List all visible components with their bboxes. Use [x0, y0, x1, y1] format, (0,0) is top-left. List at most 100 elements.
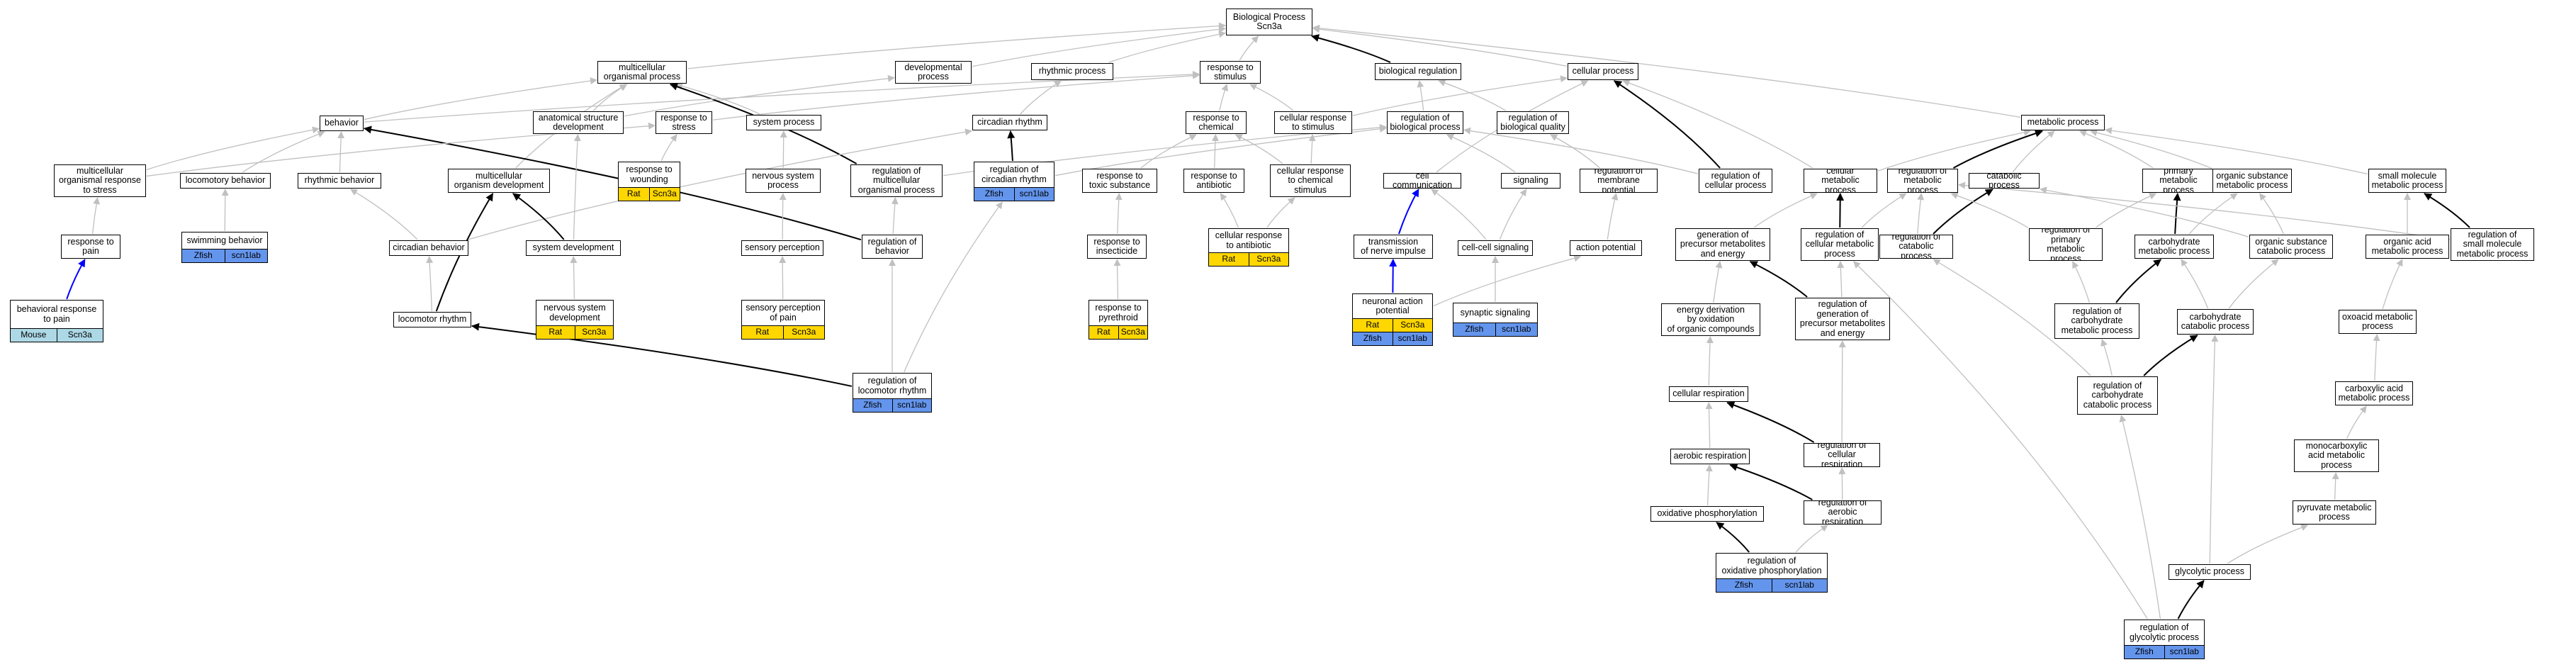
term-node-mop[interactable]: multicellular organismal process — [597, 61, 687, 84]
term-node-rb[interactable]: rhythmic behavior — [298, 173, 381, 189]
edge-osmp-to-metp — [2090, 129, 2212, 169]
term-node-rti[interactable]: response to insecticide — [1087, 235, 1147, 259]
term-node-glyc[interactable]: glycolytic process — [2169, 564, 2251, 580]
term-node-cr[interactable]: cellular respiration — [1669, 386, 1748, 402]
term-node-cc[interactable]: cell communication — [1383, 173, 1461, 189]
term-node-rocr2[interactable]: regulation of cellular respiration — [1804, 443, 1880, 467]
term-node-rosmmp[interactable]: regulation of small molecule metabolic p… — [2451, 228, 2534, 261]
term-node-ar[interactable]: aerobic respiration — [1670, 449, 1750, 464]
term-node-oscp[interactable]: organic substance catabolic process — [2249, 235, 2333, 259]
edge-crtcs-to-crts — [1308, 134, 1316, 164]
edge-rtw-to-rtstress — [660, 134, 677, 162]
edge-chmp-to-osmp — [2188, 193, 2238, 235]
edge-gpme-to-cmp — [1753, 192, 1818, 228]
term-node-sysp[interactable]: system process — [746, 115, 821, 130]
term-node-rtp[interactable]: response to pain — [61, 235, 120, 259]
term-label: response to antibiotic — [1191, 170, 1237, 190]
term-label: response to wounding — [626, 164, 673, 184]
term-node-rhy[interactable]: rhythmic process — [1031, 63, 1113, 80]
term-node-dev[interactable]: developmental process — [895, 61, 972, 84]
term-node-oxmp[interactable]: oxoacid metabolic process — [2339, 310, 2417, 334]
term-node-breg[interactable]: biological regulation — [1375, 63, 1461, 80]
term-node-cxmp[interactable]: carboxylic acid metabolic process — [2335, 381, 2413, 405]
term-node-sig[interactable]: signaling — [1501, 173, 1560, 189]
edge-crta-to-crtcs — [1266, 197, 1295, 228]
term-node-sysdev[interactable]: system development — [526, 240, 621, 256]
term-node-rocp[interactable]: regulation of cellular process — [1699, 169, 1772, 193]
term-node-rometp[interactable]: regulation of metabolic process — [1887, 169, 1958, 193]
term-node-romp[interactable]: regulation of membrane potential — [1580, 169, 1658, 193]
term-node-roar[interactable]: regulation of aerobic respiration — [1804, 500, 1882, 525]
term-node-cmp[interactable]: cellular metabolic process — [1804, 169, 1877, 193]
term-node-rtc[interactable]: response to chemical — [1186, 111, 1247, 134]
term-node-cb[interactable]: circadian behavior — [389, 240, 468, 256]
species-label: Zfish — [2125, 646, 2165, 658]
term-node-robp[interactable]: regulation of biological process — [1387, 111, 1463, 134]
term-label: response to stress — [660, 112, 707, 132]
term-node-osmp[interactable]: organic substance metabolic process — [2212, 169, 2292, 193]
term-node-rts[interactable]: response to stimulus — [1200, 61, 1261, 84]
term-node-mod[interactable]: multicellular organism development — [448, 169, 550, 193]
term-node-rtstress[interactable]: response to stress — [656, 111, 712, 134]
edge-crtcs-to-rtc — [1234, 134, 1283, 164]
term-node-cp[interactable]: cellular process — [1568, 63, 1638, 80]
term-node-pmp[interactable]: primary metabolic process — [2142, 169, 2215, 193]
term-node-nsp[interactable]: nervous system process — [746, 169, 821, 193]
term-node-beh[interactable]: behavior — [320, 116, 364, 131]
term-node-tni[interactable]: transmission of nerve impulse — [1354, 235, 1433, 259]
term-node-ap[interactable]: action potential — [1570, 240, 1642, 256]
term-node-oamp[interactable]: organic acid metabolic process — [2366, 235, 2449, 259]
term-node-rob[interactable]: regulation of behavior — [862, 235, 923, 259]
term-node-sp[interactable]: sensory perception — [741, 240, 823, 256]
term-node-rogpme[interactable]: regulation of generation of precursor me… — [1795, 298, 1890, 340]
term-node-gpme[interactable]: generation of precursor metabolites and … — [1675, 228, 1770, 261]
term-node-op[interactable]: oxidative phosphorylation — [1650, 506, 1764, 522]
term-node-bp[interactable]: Biological Process Scn3a — [1226, 9, 1312, 35]
edge-rhy-to-bp — [1108, 30, 1226, 63]
term-node-lb[interactable]: locomotory behavior — [180, 173, 271, 189]
term-node-pyr[interactable]: pyruvate metabolic process — [2293, 500, 2376, 525]
term-node-crts[interactable]: cellular response to stimulus — [1274, 111, 1352, 134]
term-node-ccs[interactable]: cell-cell signaling — [1458, 240, 1533, 256]
term-node-catp[interactable]: catabolic process — [1969, 173, 2040, 189]
term-node-chmp[interactable]: carbohydrate metabolic process — [2135, 235, 2214, 259]
term-node-metp[interactable]: metabolic process — [2021, 115, 2105, 130]
edge-crts-to-rts — [1249, 84, 1294, 111]
edge-romp-to-robq — [1550, 134, 1600, 169]
term-node-rtts[interactable]: response to toxic substance — [1082, 169, 1157, 193]
term-node-morts[interactable]: multicellular organismal response to str… — [54, 164, 146, 197]
term-node-asd[interactable]: anatomical structure development — [533, 111, 624, 134]
edge-morts-to-beh — [146, 126, 320, 170]
term-node-rochcp[interactable]: regulation of carbohydrate catabolic pro… — [2077, 376, 2158, 415]
term-node-lr[interactable]: locomotor rhythm — [393, 312, 471, 327]
term-node-rocatp[interactable]: regulation of catabolic process — [1879, 235, 1953, 259]
term-node-mcmp[interactable]: monocarboxylic acid metabolic process — [2294, 439, 2379, 472]
term-node-robq[interactable]: regulation of biological quality — [1497, 111, 1569, 134]
term-node-romop[interactable]: regulation of multicellular organismal p… — [850, 164, 943, 197]
term-node-rta[interactable]: response to antibiotic — [1183, 169, 1244, 193]
term-node-chcp[interactable]: carbohydrate catabolic process — [2177, 309, 2254, 335]
term-node-edoc[interactable]: energy derivation by oxidation of organi… — [1661, 303, 1760, 336]
term-node-crtcs[interactable]: cellular response to chemical stimulus — [1270, 164, 1351, 197]
term-node-rochmp[interactable]: regulation of carbohydrate metabolic pro… — [2054, 303, 2139, 339]
gene-label: scn1lab — [1502, 324, 1531, 335]
term-node-ropmp[interactable]: regulation of primary metabolic process — [2029, 228, 2103, 261]
term-node-rocmp[interactable]: regulation of cellular metabolic process — [1801, 228, 1879, 261]
term-label: Biological Process Scn3a — [1232, 11, 1306, 31]
term-node-circ[interactable]: circadian rhythm — [972, 115, 1047, 130]
term-node-smmp[interactable]: small molecule metabolic process — [2368, 169, 2446, 193]
